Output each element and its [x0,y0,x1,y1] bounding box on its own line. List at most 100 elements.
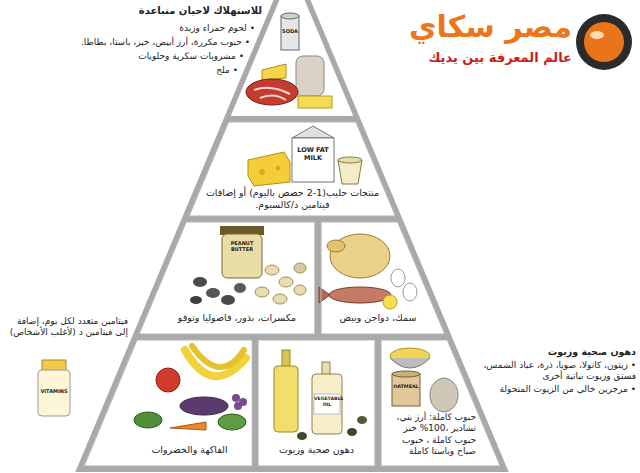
package-text: VITAMINS [39,388,69,394]
protein-food-part [329,287,391,303]
package-text: OATMEAL [392,384,420,390]
tip-food-part [296,56,324,96]
dairy-food-part [292,126,334,138]
nuts-food-part [279,277,293,287]
fruit-vegetables-part [232,394,240,402]
nuts-food-part [222,234,262,278]
grains-cell: حبوب كاملة: أرز بني، نشادير ،100% خبز حب… [381,340,500,466]
tip-food-part [246,79,298,105]
oils-cell: دهون صحية وزيوت [258,340,375,466]
nuts-food-part [221,295,235,305]
protein-cell: سمك، دواجن وبيض [321,222,445,334]
dairy-food-part [248,152,290,186]
compartment-shape [381,340,500,466]
group-heading: للاستهلاك لاحيان متباعدة [139,5,262,18]
bullet-item: • حبوب مكررة، أرز أبيض، خبز، باستا، بطاط… [81,37,250,48]
layer-caption: حبوب كاملة: أرز بني، نشادير ،100% خبز حب… [384,412,476,457]
tip-food [246,13,332,108]
bullet-item: • زيتون، كانولا، صويا، ذرة، عباد الشمس، … [470,360,636,383]
protein-food [319,234,417,309]
nuts-food-part [234,283,246,293]
package-text: VEGETABLE OIL [314,396,340,407]
nuts-food-part [190,296,202,304]
fruit-vegetables-part [180,397,228,415]
fruit-cell: الفاكهة والخضروات [84,340,252,466]
oil-bottles [274,350,367,440]
dairy-food-part [338,157,362,163]
fruit-vegetables-part [185,350,246,376]
compartment-shape [84,340,252,466]
protein-food-part [391,269,405,287]
nuts-food [190,226,306,305]
tip-food-part [254,88,290,100]
pyramid-tip [231,0,354,116]
bullet-item: • لحوم حمراء وزبدة [179,23,255,34]
protein-food-part [403,283,417,301]
dairy-food-part [259,169,265,175]
grain-food-part [392,374,420,406]
nuts-food-part [193,277,207,287]
compartment-fill [258,340,375,466]
grain-food-part [430,378,458,412]
oil-bottles-part [297,432,307,440]
tip-food-part [281,13,299,19]
nuts-food-part [206,288,220,298]
group-heading: دهون صحية وزيوت [470,346,636,358]
compartment-shape [321,222,445,334]
tip-food-part [298,96,332,108]
compartment-fills [84,122,501,466]
compartment-fill [139,222,315,334]
logo-slogan: عالم المعرفة بين يديك [428,50,572,66]
package-text: LOW FAT MILK [293,146,333,162]
bullet-item: • مشروبات سكرية وحلويات [138,51,244,62]
compartment-shape [139,222,315,334]
compartment-fill [321,222,445,334]
nuts-food-part [255,287,269,297]
layer-caption: دهون صحية وزيوت [261,444,372,456]
compartment-fill [381,340,500,466]
fruit-vegetables-part [134,412,162,428]
protein-food-part [327,240,345,252]
protein-food-part [383,295,397,309]
fruit-vegetables-part [170,422,206,430]
logo-icon [576,14,632,70]
fruit-vegetables-part [156,368,180,392]
logo-icon-part [584,22,624,62]
layer-caption: مكسرات، بذور، فاصوليا وتوفو [162,312,312,324]
nuts-food-part [294,263,306,273]
tip-food-part [281,16,299,50]
oil-bottles-part [312,374,342,434]
vitamin-bottle [38,360,70,416]
vitamin-bottle-part [38,370,70,416]
layer-caption: سمك، دواجن وبيض [326,312,430,324]
oil-bottles-part [357,416,367,424]
package-text: SODA [280,28,300,34]
fruit-vegetables-part [218,414,246,430]
fruit-vegetables-part [234,402,242,410]
dairy-food-part [276,166,281,171]
dairy-food-part [292,138,334,182]
pyramid-frame [75,0,508,472]
compartment-shape [189,122,396,216]
logo-icon-part [576,14,632,70]
bullet-item: • ملح [216,65,238,76]
side-note: فيتامين متعدد لكل يوم، إضافة إلى فيتامين… [4,316,128,339]
dairy-food-part [338,160,362,184]
grain-food-part [392,371,420,377]
compartment-fill [84,340,252,466]
tip-food-part [262,64,286,80]
layer-caption: الفاكهة والخضروات [130,444,249,456]
layer-caption: منتجات حليب(1-2 حصص باليوم) أو إضافات في… [205,187,380,211]
oil-bottles-part [347,428,357,436]
bullet-item: • مرجرين خالي من الزيوت المتحولة [470,384,636,395]
dairy-food [248,126,362,186]
oil-bottles-part [274,366,298,432]
fruit-vegetables-part [192,346,244,367]
dairy-layer: منتجات حليب(1-2 حصص باليوم) أو إضافات في… [189,122,396,216]
nuts-food-part [294,285,306,295]
compartment-fill [189,122,396,216]
logo-icon-part [590,31,604,39]
oil-bottles-part [282,350,290,368]
